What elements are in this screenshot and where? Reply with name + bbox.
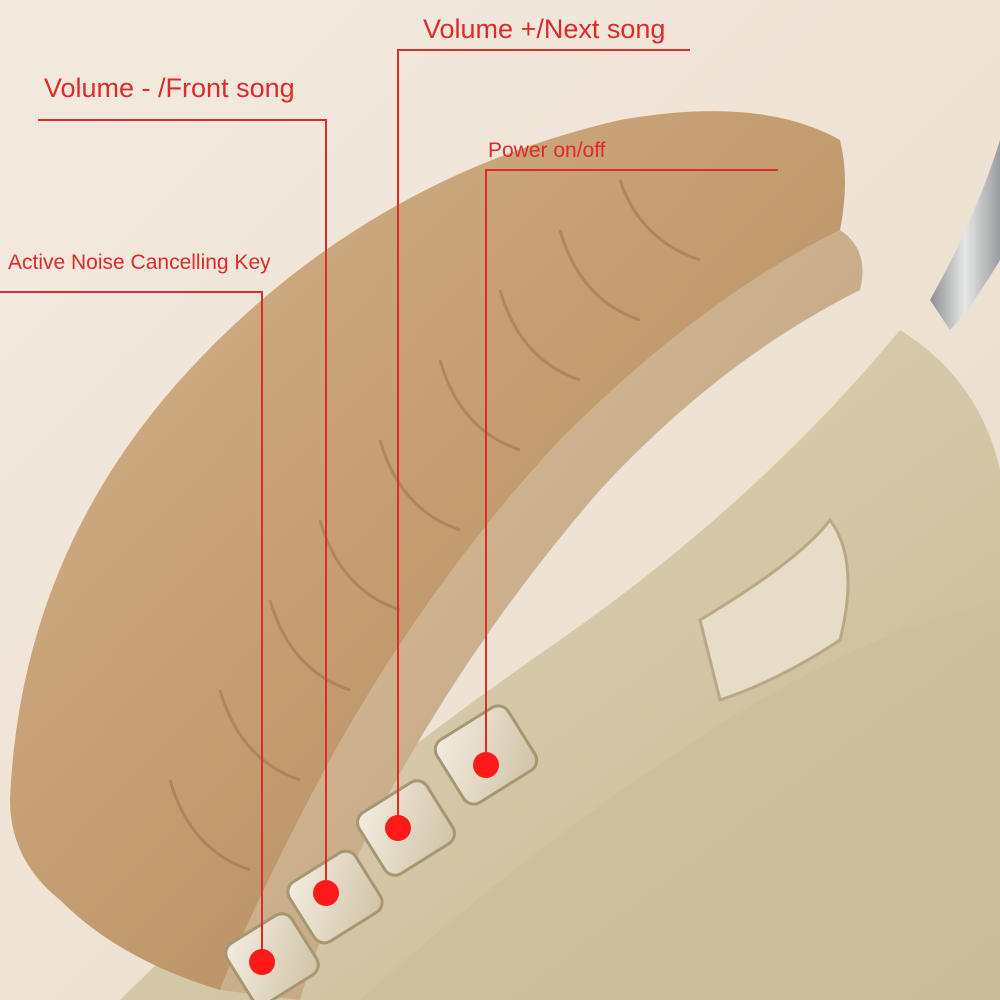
headband [930, 140, 1000, 330]
earcup-lower-shell [360, 600, 1000, 1000]
marker-power [473, 752, 499, 778]
marker-volume-up [385, 815, 411, 841]
label-volume-up: Volume +/Next song [423, 14, 666, 44]
ear-pad [10, 111, 845, 991]
callout-line-anc [0, 291, 263, 962]
slider-slot [698, 517, 850, 702]
label-anc: Active Noise Cancelling Key [8, 251, 271, 274]
label-power: Power on/off [488, 139, 606, 162]
button-markers [249, 752, 499, 975]
marker-volume-down [313, 880, 339, 906]
callout-line-volume-down [38, 119, 327, 893]
label-volume-down: Volume - /Front song [44, 73, 295, 103]
callout-line-power [485, 169, 778, 765]
callout-lines [0, 49, 778, 962]
marker-anc [249, 949, 275, 975]
leather-wrinkles [168, 179, 701, 872]
callout-line-volume-up [397, 49, 690, 828]
